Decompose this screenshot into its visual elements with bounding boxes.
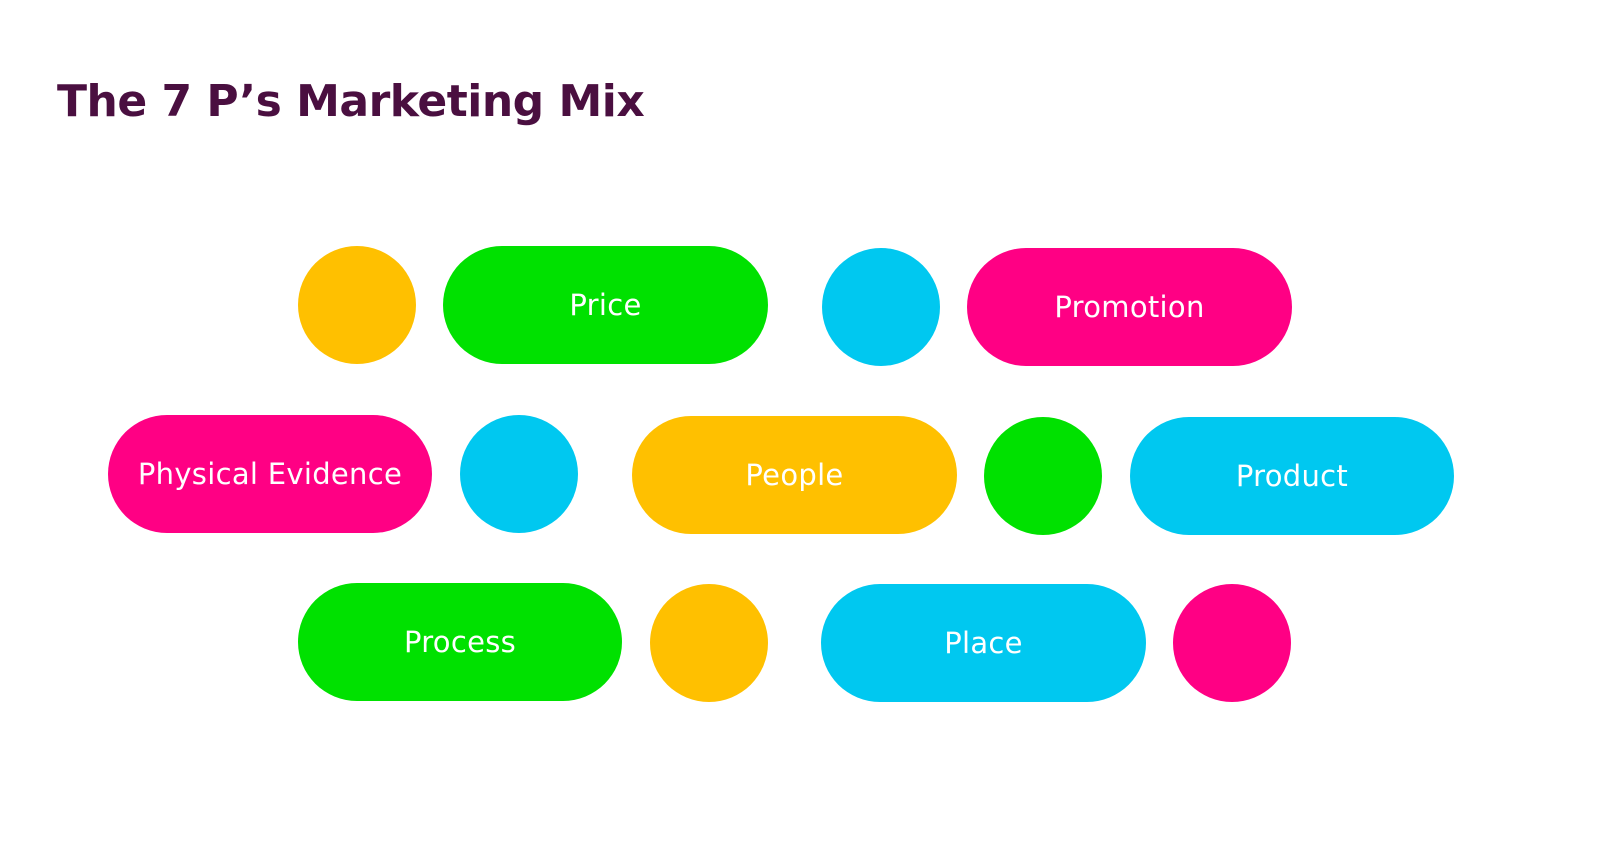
pill-process: Process bbox=[298, 583, 622, 701]
pill-label: Promotion bbox=[1054, 290, 1205, 324]
pill-label: Place bbox=[944, 626, 1023, 660]
pill-label: Process bbox=[403, 625, 517, 659]
pill-label: Product bbox=[1235, 459, 1349, 493]
pill-label: People bbox=[745, 458, 844, 492]
circle-green bbox=[984, 417, 1102, 535]
circle-blue bbox=[822, 248, 940, 366]
circle-yellow bbox=[298, 246, 416, 364]
page-title: The 7 P’s Marketing Mix bbox=[57, 76, 645, 127]
pill-physical-evidence: Physical Evidence bbox=[108, 415, 432, 533]
pill-product: Product bbox=[1130, 417, 1454, 535]
circle-blue bbox=[460, 415, 578, 533]
pill-price: Price bbox=[443, 246, 768, 364]
pill-label: Price bbox=[569, 288, 642, 322]
pill-people: People bbox=[632, 416, 957, 534]
circle-yellow bbox=[650, 584, 768, 702]
pill-promotion: Promotion bbox=[967, 248, 1292, 366]
circle-pink bbox=[1173, 584, 1291, 702]
pill-place: Place bbox=[821, 584, 1146, 702]
pill-label: Physical Evidence bbox=[137, 457, 403, 491]
